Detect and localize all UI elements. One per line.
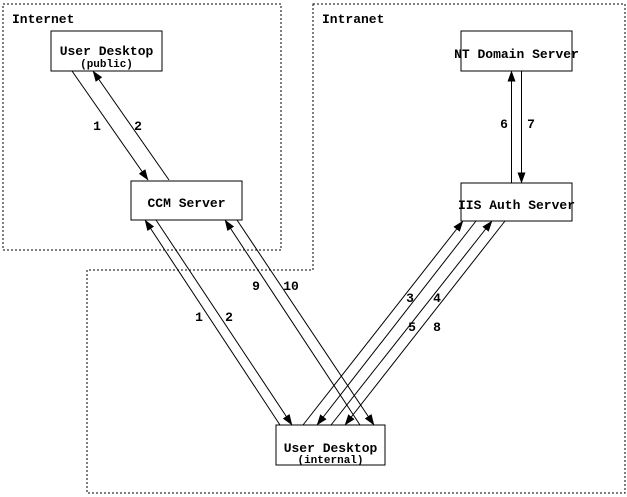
arrow-ccm-to-public	[92, 70, 170, 181]
internet-zone-label: Internet	[12, 12, 74, 27]
arrow-ccm-to-internal-10	[236, 219, 375, 426]
user-desktop-internal-subtitle: (internal)	[297, 455, 363, 467]
user-desktop-internal-box	[275, 424, 386, 466]
intranet-zone-border	[86, 3, 626, 494]
edge-public-desktop-ccm: 1 2	[71, 70, 170, 181]
ccm-server-box	[130, 180, 243, 221]
edge-iis-nt-domain: 6 7	[500, 70, 535, 184]
msg-label-8: 8	[433, 320, 441, 335]
msg-label-2: 2	[134, 119, 142, 134]
msg-label-4: 4	[433, 291, 441, 306]
edge-internal-desktop-iis-b: 5 8	[330, 220, 506, 426]
iis-auth-server-title: IIS Auth Server	[458, 198, 575, 213]
ccm-server-title: CCM Server	[147, 196, 225, 211]
msg-label-1: 1	[93, 119, 101, 134]
arrow-internal-to-iis-3	[302, 220, 464, 426]
edge-internal-desktop-ccm-a: 1 2	[144, 219, 293, 426]
arrow-internal-to-iis-5	[330, 220, 493, 426]
arrow-internal-to-ccm-1	[144, 219, 281, 426]
user-desktop-public-subtitle: (public)	[80, 59, 133, 71]
node-ccm-server: CCM Server	[130, 180, 243, 221]
msg-label-9: 9	[252, 279, 260, 294]
user-desktop-public-title: User Desktop	[60, 44, 154, 59]
iis-auth-server-box	[460, 182, 573, 222]
msg-label-6: 6	[500, 117, 508, 132]
msg-label-3: 3	[406, 291, 414, 306]
arrow-public-to-ccm	[71, 70, 149, 181]
msg-label-5: 5	[408, 320, 416, 335]
arrow-iis-to-internal-8	[344, 220, 506, 426]
user-desktop-public-box	[50, 30, 163, 72]
nt-domain-server-title: NT Domain Server	[454, 47, 579, 62]
node-nt-domain-server: NT Domain Server	[454, 30, 579, 72]
node-user-desktop-internal: User Desktop (internal)	[275, 424, 386, 467]
internet-zone-border	[2, 3, 282, 251]
edge-internal-desktop-iis-a: 3 4	[302, 220, 477, 426]
msg-label-7: 7	[527, 117, 535, 132]
edge-internal-desktop-ccm-b: 9 10	[224, 219, 375, 426]
intranet-zone-label: Intranet	[322, 12, 384, 27]
node-user-desktop-public: User Desktop (public)	[50, 30, 163, 72]
msg-label-2b: 2	[225, 310, 233, 325]
arrow-ccm-to-internal-2	[155, 219, 293, 426]
arrow-internal-to-ccm-9	[224, 219, 361, 426]
msg-label-1b: 1	[195, 310, 203, 325]
nt-domain-server-box	[460, 30, 573, 72]
user-desktop-internal-title: User Desktop	[284, 441, 378, 456]
msg-label-10: 10	[283, 279, 299, 294]
node-iis-auth-server: IIS Auth Server	[458, 182, 575, 222]
arrow-iis-to-internal-4	[316, 220, 477, 426]
